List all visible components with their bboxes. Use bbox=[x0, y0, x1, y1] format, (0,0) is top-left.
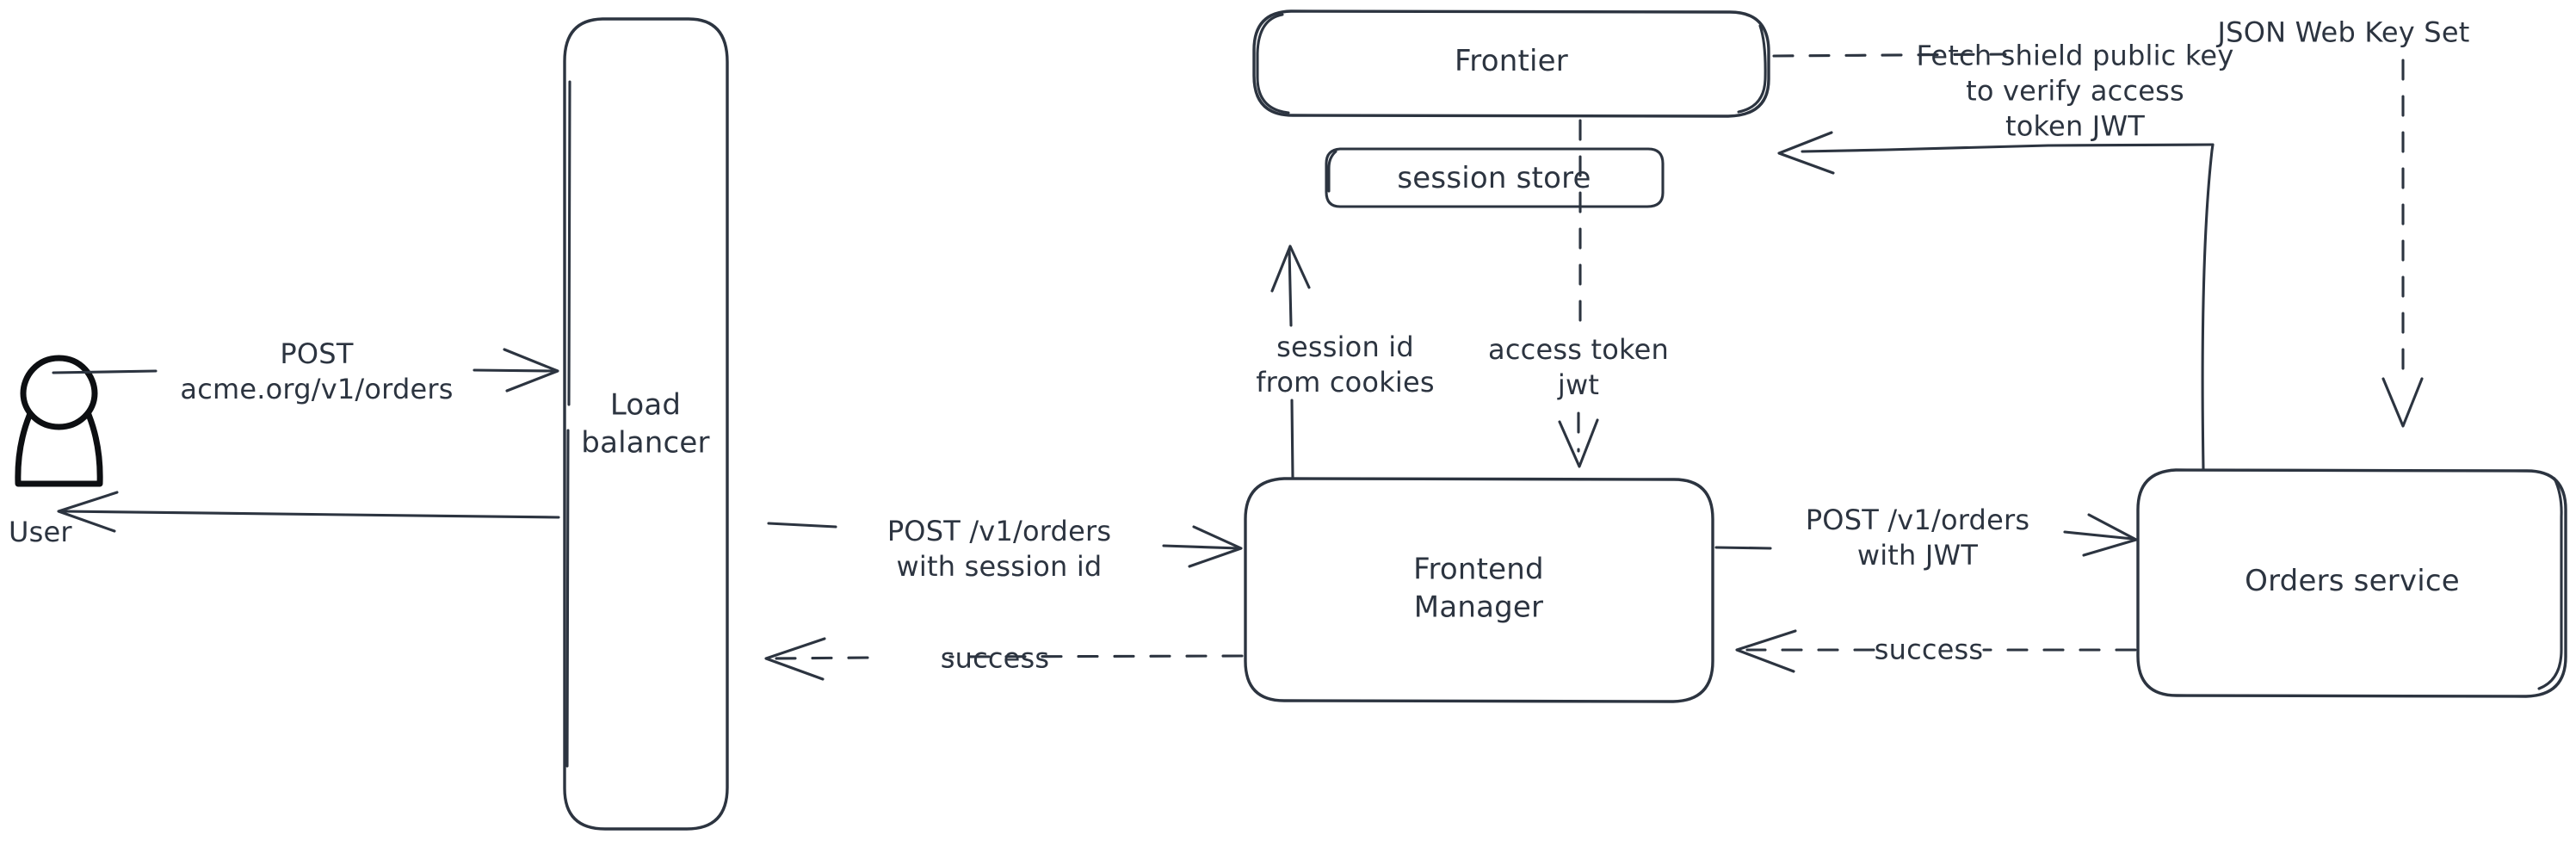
load-balancer-box bbox=[563, 17, 729, 831]
edge-load-balancer-to-user bbox=[57, 491, 560, 533]
session-store-box bbox=[1325, 147, 1665, 208]
edge-frontier-to-frontend-manager bbox=[1558, 119, 1599, 468]
edge-orders-service-to-frontier bbox=[1777, 131, 2215, 471]
edge-frontend-manager-to-orders-service bbox=[1714, 513, 2138, 557]
edge-orders-service-to-frontend-manager bbox=[1735, 629, 2137, 673]
edge-frontend-manager-to-load-balancer bbox=[764, 637, 1244, 681]
orders-service-box bbox=[2136, 468, 2567, 698]
frontier-box bbox=[1252, 9, 1770, 118]
edge-load-balancer-to-frontend-manager bbox=[767, 522, 1243, 568]
edge-frontend-manager-to-frontier bbox=[1270, 244, 1311, 479]
edge-user-to-load-balancer bbox=[52, 348, 559, 393]
edge-frontier-to-orders-service-jwks bbox=[1772, 53, 2424, 428]
user-actor bbox=[15, 355, 103, 487]
frontend-manager-box bbox=[1244, 477, 1714, 703]
